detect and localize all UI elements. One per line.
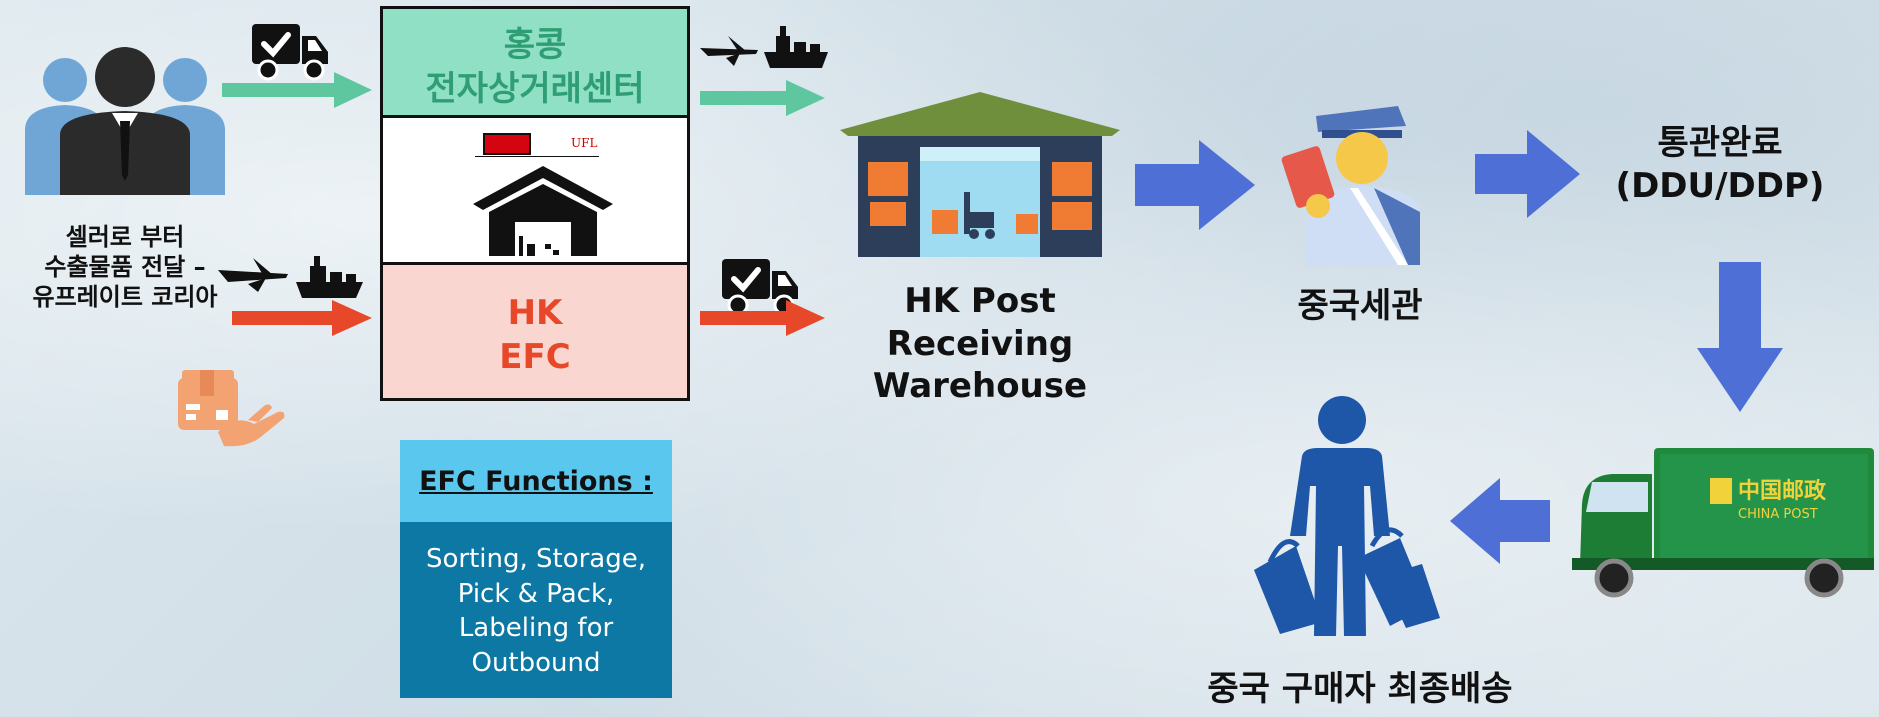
efc-function-item: Pick & Pack, (457, 578, 615, 609)
ufl-logo-text: UFL (571, 136, 598, 150)
dhl-logo (483, 133, 531, 155)
efc-functions-list: Sorting, Storage, Pick & Pack, Labeling … (400, 522, 672, 698)
hk-center-line2: 전자상거래센터 (425, 69, 645, 109)
package-hand-icon (178, 370, 285, 447)
blue-arrow-1 (1135, 140, 1255, 230)
blue-arrow-left (1450, 478, 1550, 564)
efc-function-item: Outbound (471, 647, 601, 678)
hk-post-label: HK Post Receiving Warehouse (860, 280, 1100, 408)
plane-ship-icon-right (700, 26, 828, 68)
seller-label: 셀러로 부터 수출물품 전달 – 유프레이트 코리아 (5, 222, 245, 312)
green-arrow-2 (700, 80, 825, 116)
clearance-label: 통관완료 (DDU/DDP) (1595, 122, 1845, 207)
delivery-truck-icon (252, 24, 328, 81)
plane-ship-icon-left (218, 256, 363, 298)
seller-label-line2: 수출물품 전달 – (44, 253, 206, 281)
hk-post-warehouse-icon (840, 92, 1120, 257)
china-post-truck-icon: 中国邮政 CHINA POST (1572, 448, 1874, 598)
hk-efc-line2: EFC (499, 337, 571, 377)
hk-ecommerce-center-box: 홍콩 전자상거래센터 (380, 6, 690, 117)
china-post-logo-en: CHINA POST (1738, 507, 1818, 522)
buyer-shopping-bags-icon (1254, 396, 1440, 636)
hk-post-line3: Warehouse (872, 366, 1088, 406)
customs-label: 중국세관 (1297, 286, 1423, 326)
efc-function-item: Sorting, Storage, (425, 544, 647, 574)
efc-functions-panel: EFC Functions : Sorting, Storage, Pick &… (400, 440, 672, 698)
red-arrow-1 (232, 300, 372, 336)
green-arrow-1 (222, 72, 372, 108)
blue-arrow-down (1697, 262, 1783, 412)
hk-center-line1: 홍콩 (503, 25, 567, 65)
hk-efc-box: HK EFC (380, 262, 690, 401)
seller-label-line3: 유프레이트 코리아 (32, 283, 218, 311)
final-delivery-label: 중국 구매자 최종배송 (1207, 669, 1513, 709)
efc-function-item: Labeling for (458, 613, 614, 644)
logo-underline (475, 156, 599, 157)
warehouse-logo-box: UFL (380, 115, 690, 265)
red-arrow-2 (700, 300, 825, 336)
delivery-truck-icon-right (722, 259, 798, 316)
china-post-logo-cn: 中国邮政 (1738, 478, 1827, 504)
hk-post-line2: Receiving (886, 323, 1074, 364)
clearance-line1: 통관완료 (1657, 123, 1783, 163)
hk-efc-line1: HK (507, 293, 563, 333)
warehouse-icon (473, 166, 613, 256)
clearance-line2: (DDU/DDP) (1615, 165, 1825, 206)
efc-functions-title: EFC Functions : (400, 440, 672, 522)
sellers-people-icon (25, 47, 225, 195)
blue-arrow-2 (1475, 130, 1580, 218)
hk-post-line1: HK Post (904, 281, 1056, 321)
customs-officer-icon (1281, 106, 1420, 265)
seller-label-line1: 셀러로 부터 (65, 223, 185, 251)
